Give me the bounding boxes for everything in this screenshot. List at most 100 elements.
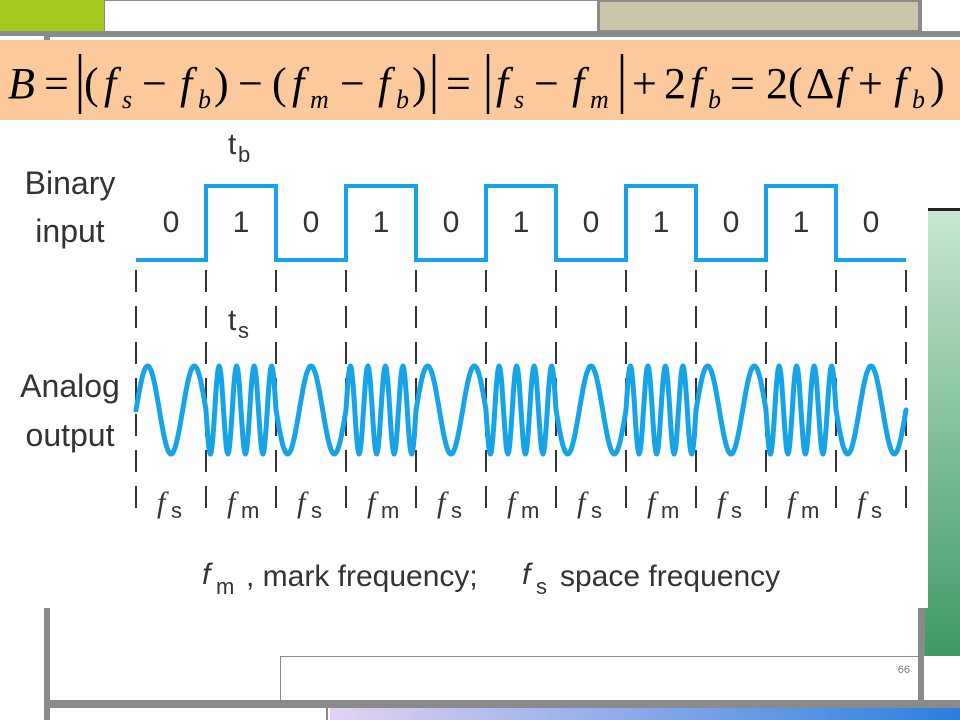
svg-text:(: ( [272, 59, 287, 108]
svg-text:=: = [446, 59, 471, 108]
corner-accent-block [0, 0, 106, 32]
svg-text:(: ( [84, 59, 99, 108]
fsk-diagram-panel [0, 120, 928, 608]
svg-text:f: f [507, 486, 519, 519]
svg-text:2: 2 [664, 59, 686, 108]
svg-text:f: f [857, 486, 869, 519]
svg-text:−: − [534, 59, 559, 108]
svg-text:f: f [180, 59, 198, 108]
svg-text:b: b [708, 85, 721, 114]
svg-text:s: s [591, 498, 602, 523]
legend-fs-subscript: s [536, 574, 547, 599]
svg-text:f: f [496, 59, 514, 108]
bit-value-label: 1 [373, 206, 390, 239]
svg-text:f: f [227, 486, 239, 519]
svg-text:=: = [44, 59, 69, 108]
svg-text:m: m [241, 498, 259, 523]
svg-text:f: f [367, 486, 379, 519]
svg-text:f: f [104, 59, 122, 108]
bit-value-label: 0 [163, 206, 180, 239]
svg-text:b: b [198, 85, 211, 114]
svg-text:m: m [521, 498, 539, 523]
svg-text:f: f [157, 486, 169, 519]
svg-text:s: s [731, 498, 742, 523]
svg-text:+: + [858, 59, 883, 108]
bottom-accent-gradient [330, 708, 960, 720]
analog-output-label-line1: Analog [20, 368, 120, 404]
svg-text:f: f [690, 59, 708, 108]
top-divider [0, 31, 960, 37]
svg-text:f: f [292, 59, 310, 108]
legend-fm-subscript: m [216, 574, 234, 599]
svg-text:−: − [238, 59, 263, 108]
legend-fs-symbol: f [522, 558, 533, 591]
svg-text:2(: 2( [766, 59, 803, 108]
svg-text:B: B [8, 59, 35, 108]
svg-text:f: f [572, 59, 590, 108]
right-frame-rail [918, 600, 924, 710]
svg-text:s: s [122, 85, 132, 114]
svg-text:+: + [632, 59, 657, 108]
svg-text:b: b [396, 85, 409, 114]
right-accent-gradient [923, 208, 960, 656]
symbol-time-label: t [228, 304, 237, 337]
bit-value-label: 0 [583, 206, 600, 239]
bit-time-subscript: b [238, 142, 250, 167]
svg-text:f: f [297, 486, 309, 519]
bottom-bar-segment [52, 708, 328, 720]
svg-text:m: m [801, 498, 819, 523]
svg-text:f: f [647, 486, 659, 519]
svg-text:): ) [930, 59, 945, 108]
svg-text:=: = [730, 59, 755, 108]
svg-text:f: f [577, 486, 589, 519]
svg-text:m: m [310, 85, 329, 114]
svg-text:f: f [378, 59, 396, 108]
frequency-legend: f m , mark frequency; f s space frequenc… [202, 558, 780, 599]
footer-box [280, 656, 918, 700]
svg-text:s: s [514, 85, 524, 114]
svg-text:−: − [340, 59, 365, 108]
top-bar-segment [104, 0, 598, 32]
symbol-time-subscript: s [238, 318, 249, 343]
bit-value-label: 1 [233, 206, 250, 239]
formula-band [0, 40, 960, 120]
bandwidth-formula: B = ( f s − f b ) − ( f m − f b ) = f s … [8, 54, 945, 114]
bit-value-label: 0 [723, 206, 740, 239]
svg-text:f: f [894, 59, 912, 108]
analog-output-waveform [133, 363, 909, 457]
svg-text:f: f [717, 486, 729, 519]
top-bar-segment-right [920, 0, 960, 32]
legend-mark-text: , mark frequency; [246, 560, 478, 593]
svg-text:f: f [437, 486, 449, 519]
bit-value-label: 0 [863, 206, 880, 239]
svg-text:s: s [311, 498, 322, 523]
legend-fm-symbol: f [202, 558, 213, 591]
svg-text:m: m [590, 85, 609, 114]
legend-space-text: space frequency [560, 560, 780, 593]
bit-value-label: 1 [793, 206, 810, 239]
binary-input-waveform [136, 184, 906, 262]
analog-output-label-line2: output [26, 417, 115, 453]
page-number: 66 [897, 664, 910, 676]
svg-text:s: s [451, 498, 462, 523]
svg-text:f: f [836, 59, 854, 108]
top-bar-accent-segment [598, 0, 920, 32]
svg-text:): ) [214, 59, 229, 108]
bit-time-label: t [228, 128, 237, 161]
svg-text:m: m [381, 498, 399, 523]
bit-boundary-dashed-lines [135, 270, 907, 520]
svg-text:): ) [412, 59, 427, 108]
bit-value-label: 0 [303, 206, 320, 239]
